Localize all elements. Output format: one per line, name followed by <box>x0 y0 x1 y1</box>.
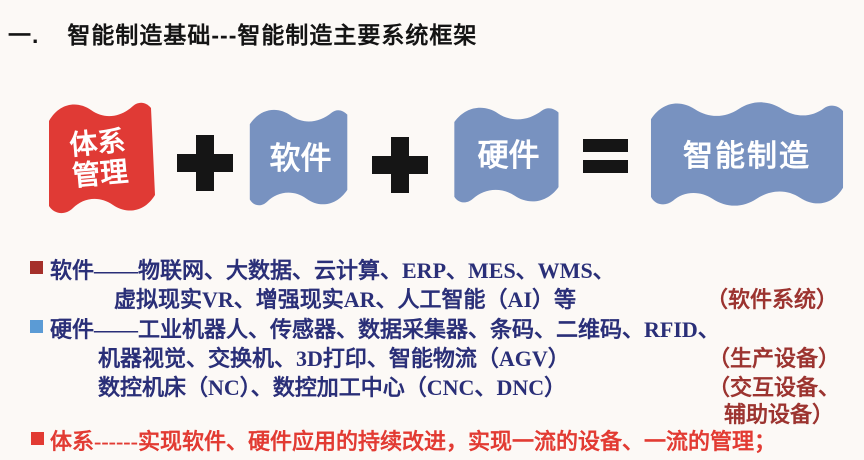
flag-hardware-label: 硬件 <box>446 101 571 212</box>
side-label-interaction-equipment: （交互设备、 <box>708 375 841 400</box>
flag-shape <box>249 109 348 206</box>
flag-shape-path <box>49 102 155 214</box>
flag-system-management: 体系 管理 <box>40 97 166 224</box>
flag-software-text: 软件 <box>269 140 332 176</box>
page-title: 一. 智能制造基础---智能制造主要系统框架 <box>8 16 477 50</box>
plus-icon <box>177 135 233 191</box>
bullet-marker-system <box>31 432 44 445</box>
bullet-marker-hardware <box>30 320 43 333</box>
flag-shape-path <box>454 107 559 203</box>
bullet-system-line1: 体系------实现软件、硬件应用的持续改进，实现一流的设备、一流的管理； <box>50 429 776 454</box>
flag-shape <box>650 102 844 206</box>
flag-shape <box>454 107 559 203</box>
flag-software-label: 软件 <box>242 103 359 215</box>
bullet-software-line1: 软件——物联网、大数据、云计算、ERP、MES、WMS、 <box>50 258 615 283</box>
bullet-software-line2: 虚拟现实VR、增强现实AR、人工智能（AI）等 <box>114 287 577 312</box>
bullet-hardware-line1: 硬件——工业机器人、传感器、数据采集器、条码、二维码、RFID、 <box>50 317 720 342</box>
flag-software: 软件 <box>242 103 359 215</box>
bullet-hardware-line2: 机器视觉、交换机、3D打印、智能物流（AGV） <box>98 346 570 371</box>
flag-shape <box>49 102 155 214</box>
title-index: 一. <box>8 22 40 48</box>
flag-intelligent-manufacturing: 智能制造 <box>645 95 849 218</box>
flag-intelligent-manufacturing-text: 智能制造 <box>683 140 811 173</box>
flag-shape-path <box>650 102 844 206</box>
bullet-hardware-line3: 数控机床（NC）、数控加工中心（CNC、DNC） <box>98 375 567 400</box>
side-label-auxiliary-equipment: 辅助设备） <box>724 402 835 427</box>
flag-shape-path <box>249 109 348 206</box>
flag-system-management-label: 体系 管理 <box>31 90 168 227</box>
plus-icon <box>372 137 428 193</box>
side-label-production-equipment: （生产设备） <box>708 346 841 371</box>
equals-icon <box>583 139 628 173</box>
flag-intelligent-manufacturing-label: 智能制造 <box>645 95 849 218</box>
bullet-marker-software <box>30 261 43 274</box>
flag-system-management-line2: 管理 <box>70 155 130 192</box>
side-label-software-system: （软件系统） <box>706 287 839 312</box>
flag-hardware-text: 硬件 <box>477 138 540 174</box>
flag-hardware: 硬件 <box>446 101 571 212</box>
title-text: 智能制造基础---智能制造主要系统框架 <box>67 22 478 48</box>
